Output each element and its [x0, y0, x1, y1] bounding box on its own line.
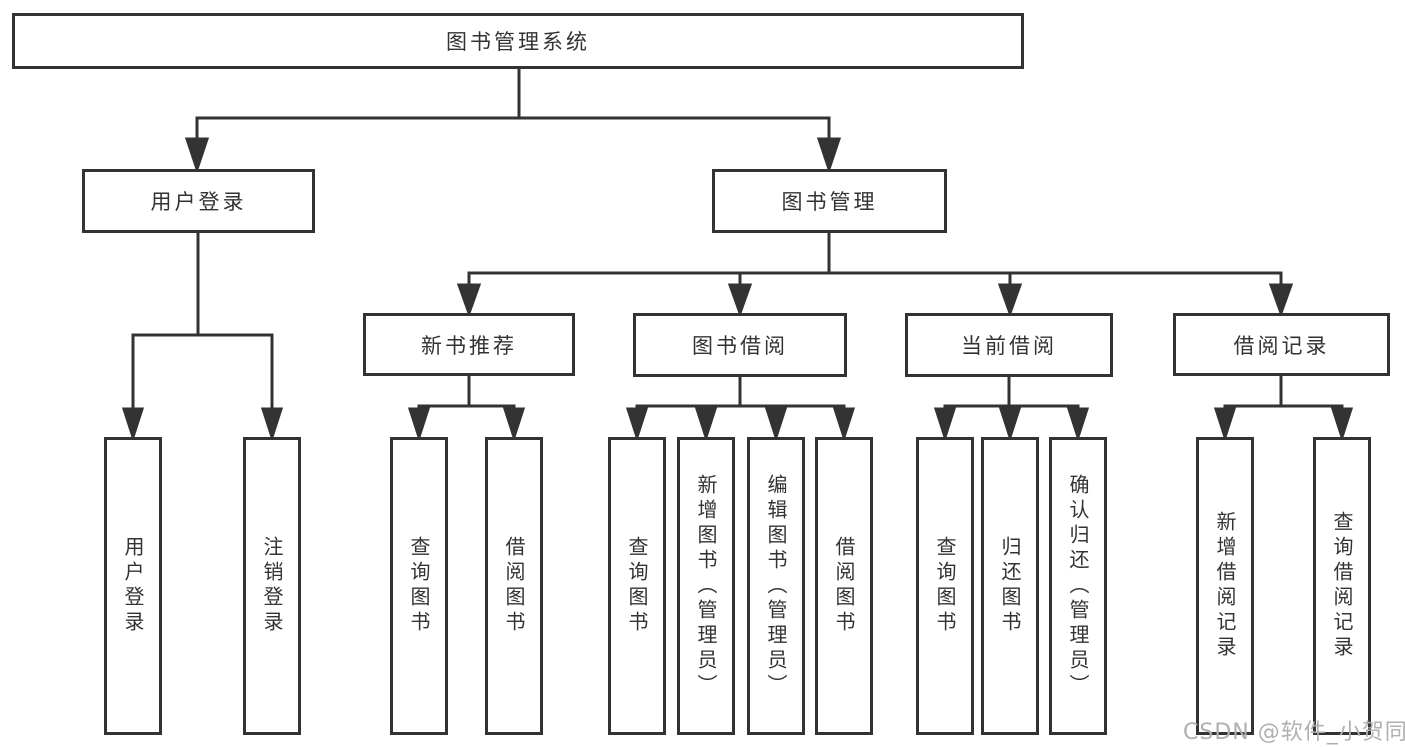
node-new-book-recommend-label: 新书推荐	[421, 333, 517, 358]
node-current-borrow: 当前借阅	[905, 313, 1113, 377]
node-root-label: 图书管理系统	[446, 30, 590, 54]
node-user-login: 用户登录	[82, 169, 315, 233]
leaf-logout-login-label: 注销登录	[260, 536, 284, 636]
leaf-query-books-current-label: 查询图书	[933, 536, 957, 636]
node-book-management-label: 图书管理	[781, 190, 878, 214]
leaf-query-books-recommend: 查询图书	[390, 437, 448, 735]
leaf-edit-books-admin: 编辑图书（管理员）	[747, 437, 805, 735]
node-book-management: 图书管理	[712, 169, 947, 233]
leaf-query-books-borrow: 查询图书	[608, 437, 666, 735]
leaf-query-borrow-record: 查询借阅记录	[1313, 437, 1371, 735]
node-borrow-records: 借阅记录	[1173, 313, 1390, 376]
node-current-borrow-label: 当前借阅	[961, 334, 1057, 358]
leaf-user-login: 用户登录	[104, 437, 162, 735]
leaf-borrow-books-recommend: 借阅图书	[485, 437, 543, 735]
leaf-add-borrow-record-label: 新增借阅记录	[1213, 511, 1237, 661]
leaf-query-books-borrow-label: 查询图书	[625, 536, 649, 636]
leaf-add-books-admin-label: 新增图书（管理员）	[694, 473, 718, 699]
leaf-add-books-admin: 新增图书（管理员）	[677, 437, 735, 735]
leaf-edit-books-admin-label: 编辑图书（管理员）	[764, 473, 788, 699]
leaf-add-borrow-record: 新增借阅记录	[1196, 437, 1254, 735]
leaf-query-books-current: 查询图书	[916, 437, 974, 735]
node-book-borrow-label: 图书借阅	[692, 334, 788, 358]
node-book-borrow: 图书借阅	[633, 313, 847, 377]
leaf-borrow-books-recommend-label: 借阅图书	[502, 536, 526, 636]
leaf-confirm-return-admin: 确认归还（管理员）	[1049, 437, 1107, 735]
leaf-borrow-books-label: 借阅图书	[832, 536, 856, 636]
node-new-book-recommend: 新书推荐	[363, 313, 575, 376]
leaf-user-login-label: 用户登录	[121, 536, 145, 636]
leaf-logout-login: 注销登录	[243, 437, 301, 735]
leaf-query-books-recommend-label: 查询图书	[407, 536, 431, 636]
leaf-return-books-label: 归还图书	[998, 536, 1022, 636]
leaf-return-books: 归还图书	[981, 437, 1039, 735]
leaf-confirm-return-admin-label: 确认归还（管理员）	[1066, 473, 1090, 699]
node-user-login-label: 用户登录	[150, 190, 247, 214]
leaf-query-borrow-record-label: 查询借阅记录	[1330, 511, 1354, 661]
node-root: 图书管理系统	[12, 13, 1024, 69]
node-borrow-records-label: 借阅记录	[1233, 333, 1330, 358]
leaf-borrow-books: 借阅图书	[815, 437, 873, 735]
watermark: CSDN @软件_小贺同学	[1183, 720, 1405, 745]
connectors	[121, 69, 1354, 442]
